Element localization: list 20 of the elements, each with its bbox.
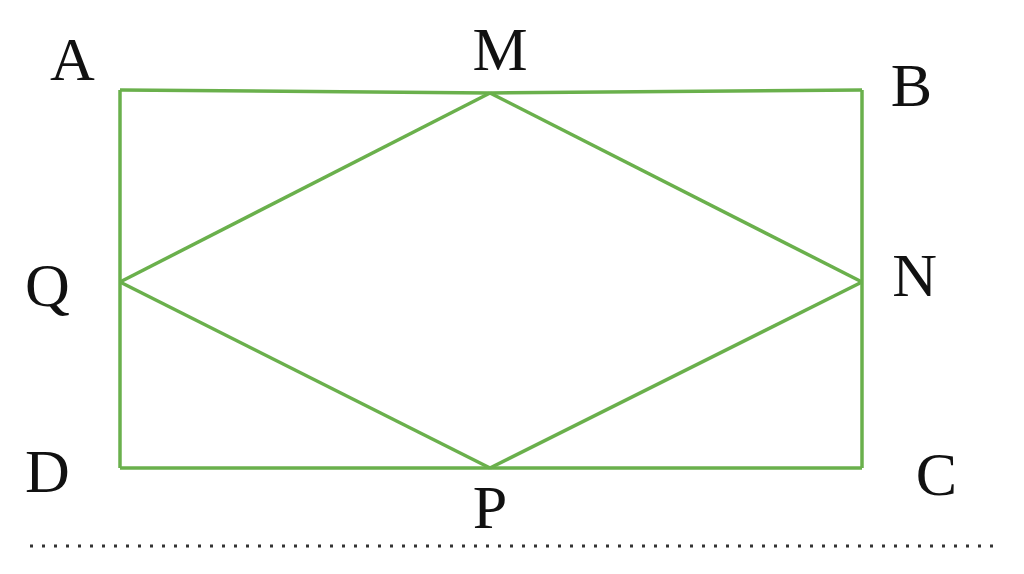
line-segment	[860, 90, 864, 282]
vertex-label: B	[890, 54, 932, 116]
line-segment	[118, 90, 122, 282]
vertex-label: A	[50, 28, 95, 90]
line-segment	[489, 91, 863, 284]
vertex-label: M	[472, 18, 528, 80]
vertex-label: P	[472, 476, 508, 538]
line-segment	[489, 280, 863, 470]
vertex-label: Q	[25, 254, 70, 316]
vertex-label: D	[25, 439, 70, 502]
line-segment	[490, 88, 862, 95]
line-segment	[860, 282, 864, 468]
line-segment	[120, 88, 490, 95]
line-segment	[490, 466, 862, 470]
line-segment	[118, 282, 122, 468]
line-segment	[119, 280, 491, 470]
line-segment	[120, 466, 490, 470]
vertex-label: C	[915, 443, 957, 505]
vertex-label: N	[892, 244, 937, 306]
line-segment	[119, 91, 491, 284]
